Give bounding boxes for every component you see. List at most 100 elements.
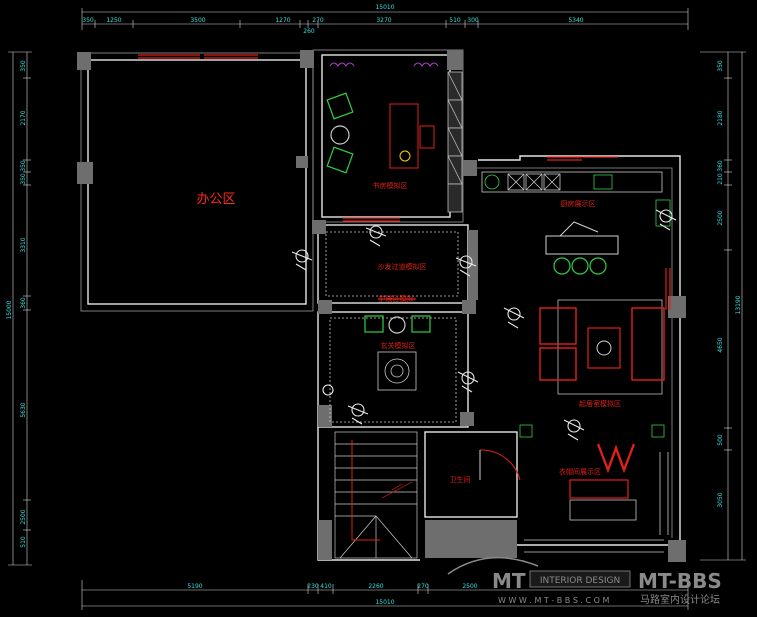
dim-label: 350 bbox=[717, 60, 724, 72]
top-dim-labels: 15010 350 1250 3500 1270 270 260 3270 51… bbox=[82, 4, 584, 35]
foyer-wall bbox=[317, 311, 469, 428]
windows bbox=[138, 54, 671, 310]
car-logo-icon bbox=[447, 556, 539, 575]
person-icon bbox=[365, 225, 387, 247]
dim-label: 270 bbox=[417, 583, 429, 590]
stool-icon bbox=[571, 257, 589, 275]
study-furniture bbox=[326, 92, 435, 174]
person-icon bbox=[347, 403, 369, 425]
stairs bbox=[334, 431, 418, 559]
person-icon bbox=[503, 307, 525, 329]
dim-label: 5340 bbox=[568, 17, 583, 24]
dim-label: 3270 bbox=[376, 17, 391, 24]
dim-label: 5190 bbox=[187, 583, 202, 590]
label-foyer: 玄关模拟区 bbox=[381, 341, 416, 350]
person-icon bbox=[655, 209, 677, 231]
dim-label: 5630 bbox=[20, 402, 27, 417]
watermark: MT INTERIOR DESIGN MT-BBS W W W . M T - … bbox=[447, 556, 722, 606]
main-right-wall bbox=[470, 155, 681, 546]
label-office: 办公区 bbox=[196, 192, 235, 207]
left-dim-labels: 15000 350 2170 350 350 3310 360 5630 250… bbox=[6, 60, 27, 548]
dim-label: 3500 bbox=[190, 17, 205, 24]
living-room-furniture bbox=[539, 299, 665, 395]
sofa bbox=[539, 347, 577, 381]
person-icon bbox=[455, 255, 477, 277]
closet-furniture bbox=[519, 424, 669, 553]
dim-label: 350 bbox=[20, 160, 27, 172]
sofa bbox=[631, 307, 665, 381]
person-figures bbox=[291, 209, 677, 441]
columns bbox=[77, 50, 686, 562]
person-icon bbox=[563, 419, 585, 441]
watermark-badge: INTERIOR DESIGN bbox=[540, 576, 620, 586]
label-sofa: 沙发过道模拟区 bbox=[378, 262, 427, 271]
right-dimensions bbox=[700, 51, 746, 561]
bottom-dimensions bbox=[81, 580, 689, 610]
dim-label: 260 bbox=[303, 28, 315, 35]
room-labels: 办公区 书房模拟区 厨房展示区 沙发过道模拟区 护展区模拟 玄关模拟区 起居室模… bbox=[196, 181, 621, 484]
dim-label: 500 bbox=[717, 434, 724, 446]
dim-label: 270 bbox=[312, 17, 324, 24]
stool-icon bbox=[589, 257, 607, 275]
dim-label: 410 bbox=[320, 583, 332, 590]
person-icon bbox=[457, 371, 479, 393]
label-bath: 卫生间 bbox=[450, 475, 471, 484]
dim-label: 510 bbox=[449, 17, 461, 24]
dim-label: 3310 bbox=[20, 237, 27, 252]
dim-label: 510 bbox=[20, 536, 27, 548]
study-cabinets bbox=[447, 71, 463, 213]
bath-door bbox=[479, 449, 521, 481]
dim-bottom-total: 15010 bbox=[375, 599, 394, 606]
dim-label: 350 bbox=[20, 173, 27, 185]
dim-label: 300 bbox=[467, 17, 479, 24]
rug bbox=[557, 299, 663, 395]
person-icon bbox=[291, 249, 313, 271]
top-dimensions bbox=[81, 8, 689, 30]
label-living: 起居室模拟区 bbox=[579, 399, 621, 408]
watermark-url: W W W . M T - B B S . C O M bbox=[498, 596, 609, 605]
desk-chair bbox=[419, 125, 435, 149]
walls bbox=[80, 49, 681, 561]
left-dimensions bbox=[8, 51, 32, 566]
dim-left-total: 15000 bbox=[6, 300, 13, 319]
main-right-inner-wall bbox=[470, 167, 673, 538]
lamp-icon bbox=[399, 150, 411, 162]
dim-label: 1270 bbox=[275, 17, 290, 24]
dim-label: 230 bbox=[307, 583, 319, 590]
dim-right-total: 13190 bbox=[735, 295, 742, 314]
dim-label: 3050 bbox=[717, 492, 724, 507]
dim-top-total: 15010 bbox=[375, 4, 394, 11]
label-kitchen: 厨房展示区 bbox=[561, 199, 596, 208]
kitchen-island bbox=[545, 221, 619, 275]
armchair-icon bbox=[326, 92, 354, 174]
dim-label: 360 bbox=[20, 297, 27, 309]
dim-label: 350 bbox=[20, 60, 27, 72]
dim-label: 360 bbox=[717, 160, 724, 172]
watermark-brand-left: MT bbox=[492, 569, 526, 593]
dim-label: 2500 bbox=[20, 509, 27, 524]
kitchen-counter bbox=[481, 171, 671, 227]
watermark-slogan: 马路室内设计论坛 bbox=[640, 593, 720, 606]
bottom-dim-labels: 5190 230 410 2260 270 2500 15010 bbox=[187, 583, 477, 606]
hall-furniture bbox=[325, 231, 459, 423]
office-outer-wall bbox=[80, 52, 314, 312]
person-icon bbox=[322, 384, 334, 396]
office-wall bbox=[87, 59, 307, 305]
label-corridor: 护展区模拟 bbox=[379, 294, 414, 303]
dim-label: 1250 bbox=[106, 17, 121, 24]
stool-icon bbox=[553, 257, 571, 275]
dim-label: 2180 bbox=[717, 110, 724, 125]
dim-label: 350 bbox=[82, 17, 94, 24]
watermark-brand-right: MT-BBS bbox=[638, 569, 722, 593]
dim-label: 210 bbox=[717, 173, 724, 185]
dim-label: 2260 bbox=[368, 583, 383, 590]
bath-wall bbox=[424, 431, 518, 518]
sofa bbox=[539, 307, 577, 345]
desk bbox=[389, 103, 419, 169]
dim-label: 2500 bbox=[462, 583, 477, 590]
label-study: 书房模拟区 bbox=[373, 181, 408, 190]
coffee-table bbox=[587, 327, 621, 369]
study-outer-wall bbox=[312, 49, 464, 223]
dim-label: 4650 bbox=[717, 337, 724, 352]
